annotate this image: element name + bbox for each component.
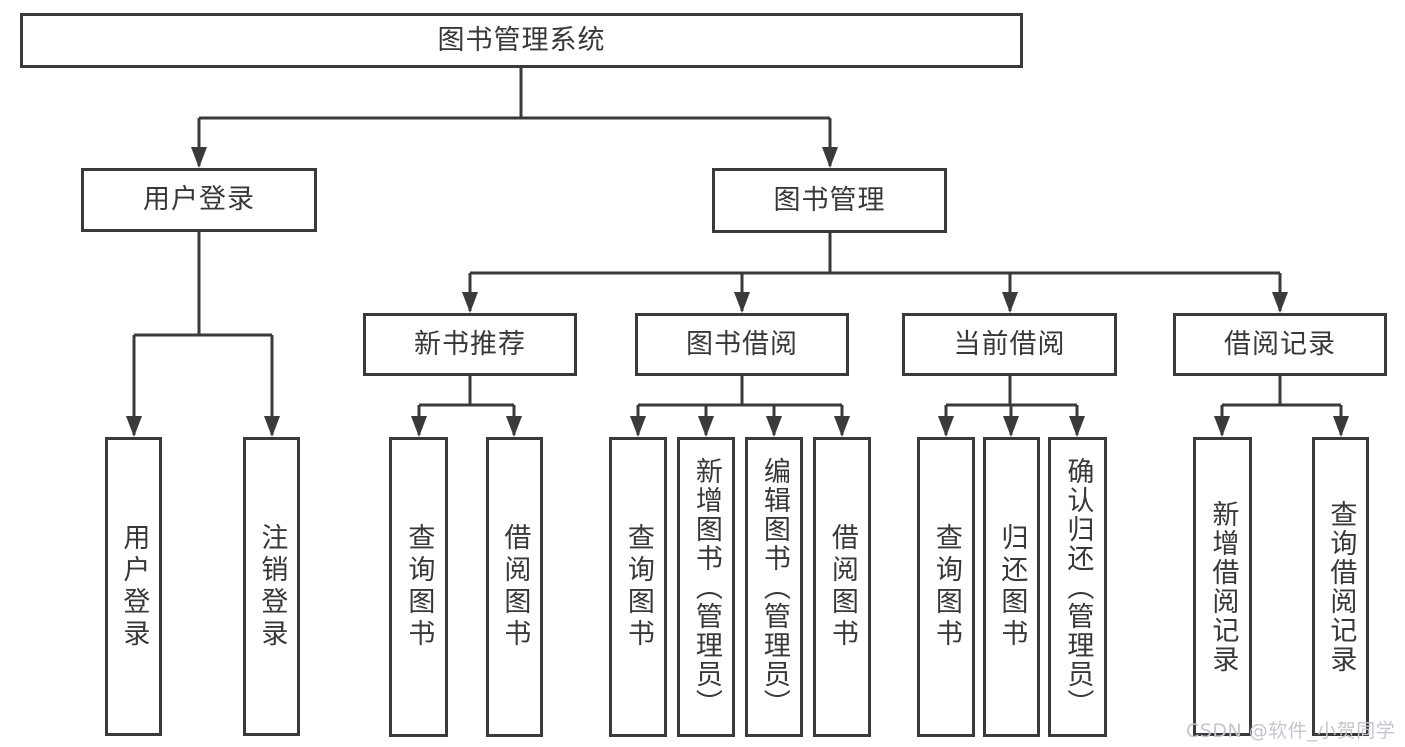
node-book-borrowing: 图书借阅 <box>635 313 849 376</box>
node-label: 当前借阅 <box>953 328 1066 360</box>
arrow-down-icon <box>506 416 522 437</box>
csdn-watermark: CSDN @软件_小贺同学 <box>1186 720 1396 742</box>
node-label: 归还图书 <box>996 523 1028 651</box>
node-label: 确认归还（管理员） <box>1062 456 1094 718</box>
arrow-down-icon <box>938 416 954 437</box>
node-user-login: 用户登录 <box>81 168 317 232</box>
node-label: 查询图书 <box>930 523 962 651</box>
node-label: 新增借阅记录 <box>1207 499 1239 674</box>
node-edit-books-admin: 编辑图书（管理员） <box>745 437 803 737</box>
node-query-books-recommend: 查询图书 <box>389 437 448 737</box>
node-label: 注销登录 <box>256 522 288 651</box>
arrow-down-icon <box>462 292 478 313</box>
arrow-down-icon <box>1069 416 1085 437</box>
node-user-login-action: 用户登录 <box>105 437 162 736</box>
arrow-down-icon <box>126 416 142 437</box>
node-logout-action: 注销登录 <box>243 437 300 736</box>
arrow-down-icon <box>630 416 646 437</box>
arrow-down-icon <box>1333 416 1349 437</box>
node-label: 编辑图书（管理员） <box>758 456 790 718</box>
node-label: 图书借阅 <box>686 328 798 360</box>
arrow-down-icon <box>834 416 850 437</box>
arrow-down-icon <box>411 416 427 437</box>
node-label: 查询图书 <box>403 523 435 651</box>
node-new-book-recommendation: 新书推荐 <box>363 313 577 376</box>
node-label: 借阅记录 <box>1224 328 1336 360</box>
arrow-down-icon <box>191 147 207 168</box>
node-label: 用户登录 <box>118 522 150 651</box>
arrowhead-icons <box>126 147 1349 437</box>
node-library-management-system: 图书管理系统 <box>20 13 1023 68</box>
arrow-down-icon <box>1214 416 1230 437</box>
node-label: 借阅图书 <box>826 523 858 651</box>
node-return-books: 归还图书 <box>983 437 1040 737</box>
node-borrowing-records: 借阅记录 <box>1173 313 1387 376</box>
arrow-down-icon <box>734 292 750 313</box>
node-label: 用户登录 <box>143 184 255 216</box>
node-query-borrow-record: 查询借阅记录 <box>1312 437 1369 736</box>
arrow-down-icon <box>1272 292 1288 313</box>
node-label: 借阅图书 <box>499 523 531 651</box>
node-borrow-books-action: 借阅图书 <box>813 437 871 737</box>
node-add-books-admin: 新增图书（管理员） <box>677 437 735 737</box>
node-query-books-borrow: 查询图书 <box>609 437 667 737</box>
node-label: 新增图书（管理员） <box>690 456 722 718</box>
arrow-down-icon <box>822 147 838 168</box>
node-label: 查询图书 <box>622 523 654 651</box>
node-label: 新书推荐 <box>414 328 526 360</box>
arrow-down-icon <box>766 416 782 437</box>
node-label: 查询借阅记录 <box>1325 499 1357 674</box>
node-book-management: 图书管理 <box>712 168 947 233</box>
node-label: 图书管理系统 <box>437 24 606 56</box>
node-label: 图书管理 <box>773 184 886 216</box>
arrow-down-icon <box>264 416 280 437</box>
node-query-books-current: 查询图书 <box>917 437 975 737</box>
arrow-down-icon <box>1003 416 1019 437</box>
tree-edges <box>132 68 1343 435</box>
node-confirm-return-admin: 确认归还（管理员） <box>1048 437 1107 737</box>
arrow-down-icon <box>1002 292 1018 313</box>
arrow-down-icon <box>698 416 714 437</box>
node-current-borrowing: 当前借阅 <box>902 313 1117 376</box>
node-borrow-books-recommend: 借阅图书 <box>486 437 543 737</box>
node-add-borrow-record: 新增借阅记录 <box>1193 437 1252 736</box>
